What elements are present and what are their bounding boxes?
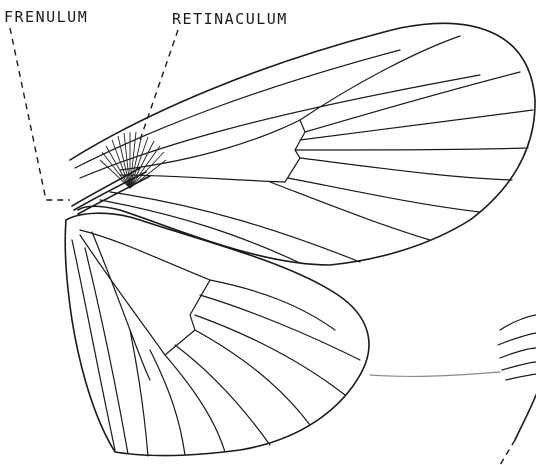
retinaculum-leader-line <box>140 30 178 140</box>
partial-wing-right <box>370 315 536 465</box>
hindwing <box>65 213 369 456</box>
frenulum-leader-line <box>10 28 70 200</box>
retinaculum-label: RETINACULUM <box>172 10 288 28</box>
frenulum-label: FRENULUM <box>4 8 88 26</box>
